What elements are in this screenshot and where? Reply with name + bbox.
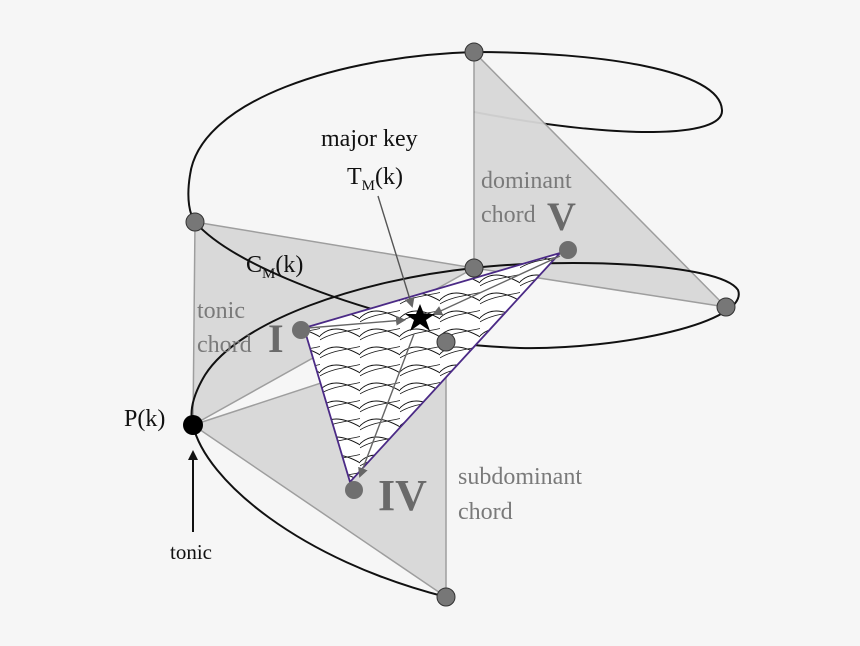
tonic-label: tonic bbox=[197, 298, 245, 324]
arrow-key-label-to-star bbox=[377, 195, 415, 308]
dominant-chord-label: chord bbox=[481, 202, 536, 228]
spiral-lower-loop bbox=[190, 267, 475, 426]
tonic-pitch-node bbox=[183, 415, 203, 435]
major-key-center-star bbox=[405, 304, 435, 331]
major-key-triangle bbox=[302, 251, 563, 484]
chord-symbol-sub: M bbox=[262, 266, 275, 282]
major-key-symbol-arg: (k) bbox=[375, 164, 403, 190]
major-key-symbol-T: T bbox=[347, 164, 362, 190]
pitch-node-bottom bbox=[436, 587, 456, 607]
spiral-upper-return bbox=[473, 51, 724, 134]
arrow-subdominant-to-key bbox=[358, 333, 415, 478]
arrow-tonic-to-key bbox=[307, 315, 406, 329]
tonic-chord-centroid bbox=[292, 321, 310, 339]
subdominant-chord-centroid bbox=[345, 481, 363, 499]
spiral-upper-loop bbox=[187, 51, 475, 223]
major-key-symbol-sub: M bbox=[362, 178, 375, 194]
dominant-roman-numeral: V bbox=[547, 194, 576, 239]
pitch-node-upper-left bbox=[185, 212, 205, 232]
dominant-chord-triangle bbox=[473, 50, 729, 309]
dominant-label: dominant bbox=[481, 168, 572, 194]
arrow-dominant-to-key bbox=[432, 255, 561, 316]
major-key-label: major key bbox=[321, 126, 418, 152]
tonic-chord-label: chord bbox=[197, 332, 252, 358]
pitch-node-middle bbox=[436, 332, 456, 352]
pitch-node-right bbox=[716, 297, 736, 317]
tonic-pointer-label: tonic bbox=[170, 540, 212, 564]
chord-symbol: CM(k) bbox=[246, 252, 303, 282]
tonic-roman-numeral: I bbox=[268, 316, 284, 361]
chord-symbol-arg: (k) bbox=[275, 252, 303, 278]
subdominant-roman-numeral: IV bbox=[378, 471, 427, 520]
major-key-symbol: TM(k) bbox=[347, 164, 403, 194]
subdominant-chord-label: chord bbox=[458, 499, 513, 525]
chord-symbol-C: C bbox=[246, 252, 262, 278]
subdominant-label: subdominant bbox=[458, 464, 582, 490]
dominant-chord-centroid bbox=[559, 241, 577, 259]
pitch-node-center bbox=[464, 258, 484, 278]
pitch-label: P(k) bbox=[124, 406, 165, 432]
spiral-bottom-arc bbox=[192, 424, 447, 598]
pitch-node-top bbox=[464, 42, 484, 62]
